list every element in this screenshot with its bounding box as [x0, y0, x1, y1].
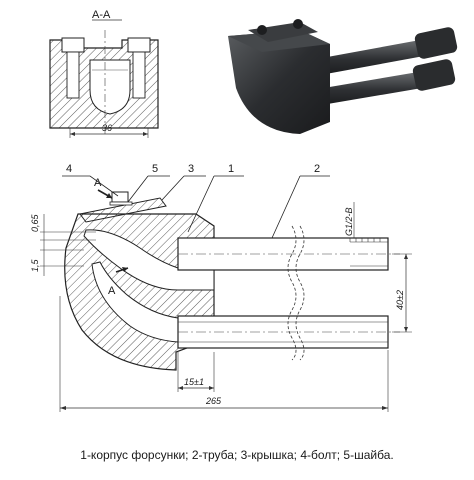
callout-2: 2: [314, 163, 320, 175]
callout-4: 4: [66, 163, 72, 175]
callout-3: 3: [188, 163, 194, 175]
product-photo: [228, 19, 458, 134]
section-label: А-А: [92, 9, 111, 21]
dim-gap-small: 0,65: [30, 213, 40, 232]
callout-5: 5: [152, 163, 158, 175]
dim-gap-medium: 1,5: [30, 258, 40, 272]
dim-thread: G1/2-B: [344, 207, 354, 236]
dim-length: 265: [205, 396, 222, 406]
section-view-a-a: А-А 36: [49, 9, 159, 138]
section-mark-top: A: [94, 177, 102, 189]
dim-section-width: 36: [102, 123, 112, 133]
figure-caption: 1-корпус форсунки; 2-труба; 3-крышка; 4-…: [80, 448, 394, 462]
assembly-drawing: A A 4 5 3 1 2 0,65 1,5 G1/2-B: [30, 163, 412, 412]
callout-1: 1: [228, 163, 234, 175]
dim-offset: 15±1: [184, 377, 204, 387]
section-mark-bottom: A: [108, 285, 116, 297]
dim-pitch: 40±2: [395, 290, 405, 310]
